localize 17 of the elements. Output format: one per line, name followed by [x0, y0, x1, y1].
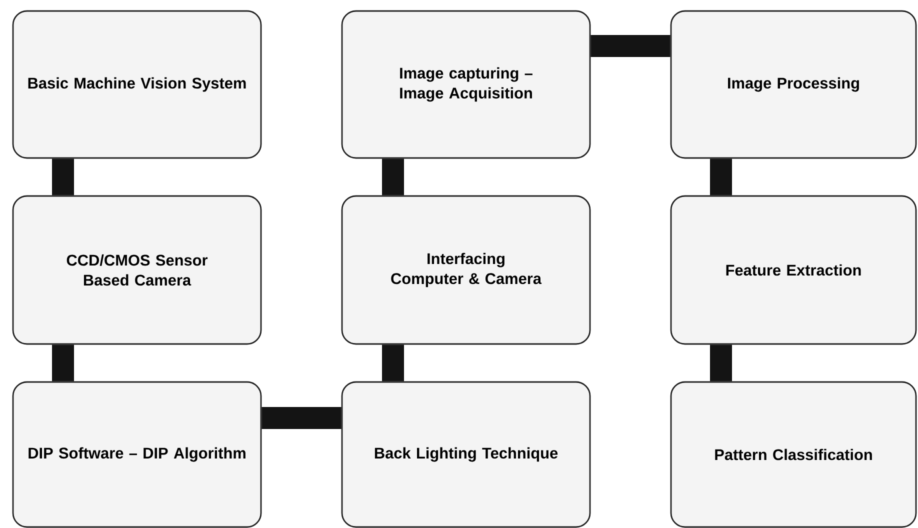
process-box: Image capturing – Image Acquisition	[341, 10, 591, 159]
process-box: Interfacing Computer & Camera	[341, 195, 591, 345]
connector-bar	[52, 344, 74, 382]
process-box: CCD/CMOS Sensor Based Camera	[12, 195, 262, 345]
process-box: Feature Extraction	[670, 195, 917, 345]
connector-bar	[52, 158, 74, 196]
process-box: DIP Software – DIP Algorithm	[12, 381, 262, 528]
connector-bar	[710, 344, 732, 382]
process-box: Basic Machine Vision System	[12, 10, 262, 159]
connector-bar	[710, 158, 732, 196]
connector-bar	[590, 35, 670, 57]
connector-bar	[382, 344, 404, 382]
connector-bar	[262, 407, 342, 429]
process-box: Back Lighting Technique	[341, 381, 591, 528]
connector-bar	[382, 158, 404, 196]
process-box: Image Processing	[670, 10, 917, 159]
process-box: Pattern Classification	[670, 381, 917, 528]
